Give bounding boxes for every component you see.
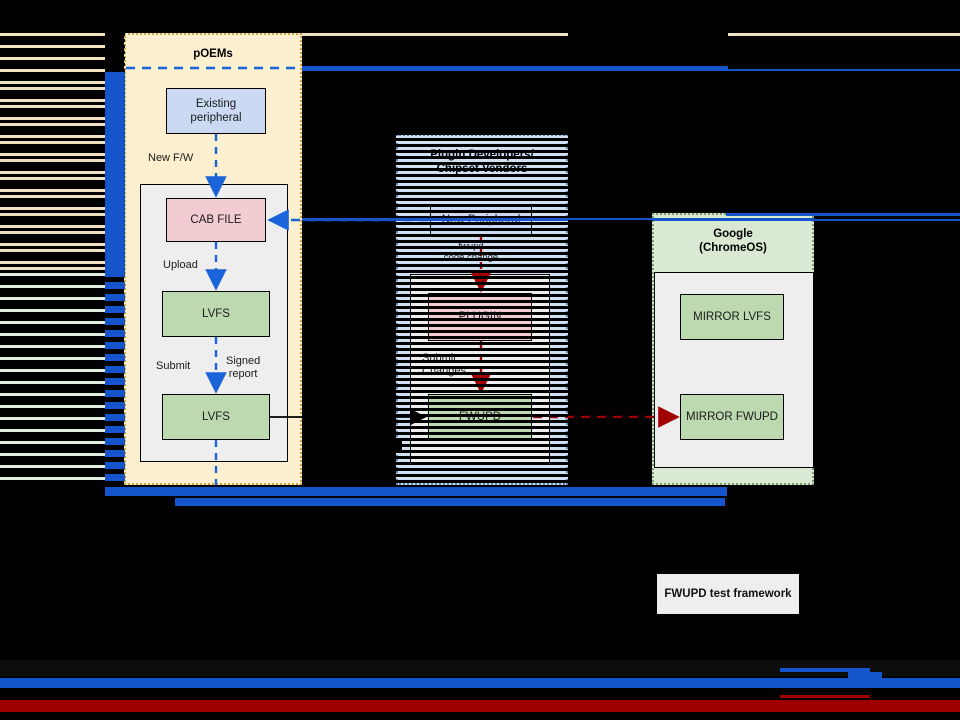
panel-google-title-line1: Google [713,228,753,240]
label-fwupd-code-change-line1: fwupd [458,241,484,252]
node-mirror-fwupd: MIRROR FWUPD [680,394,784,440]
label-fwupd-code-change: fwupd code change [425,241,517,263]
panel-poems-title: pOEMs [193,48,233,60]
label-signed-report-line2: report [228,368,258,380]
label-upload: Upload [163,259,198,271]
fwupd-test-framework-box: FWUPD test framework [657,574,799,614]
panel-google-title-line2: (ChromeOS) [699,242,767,254]
node-plugin: PLUGIN [428,293,532,341]
label-submit-changes-line2: Changes [422,365,467,377]
node-cab-file: CAB FILE [166,198,266,242]
label-fwupd-code-change-line2: code change [443,252,499,263]
label-new-fw: New F/W [148,152,194,164]
node-fwupd: FWUPD [428,394,532,440]
label-submit: Submit [156,360,191,372]
node-new-peripheral: New Peripheral [430,205,532,235]
panel-google-title: Google (ChromeOS) [654,227,812,255]
node-lvfs-upload: LVFS [162,291,270,337]
node-mirror-lvfs: MIRROR LVFS [680,294,784,340]
node-existing-peripheral: Existing peripheral [166,88,266,134]
node-existing-peripheral-line1: Existing [195,98,237,110]
node-lvfs-submit: LVFS [162,394,270,440]
label-submit-changes: Submit Changes [422,352,466,378]
label-signed-report: Signed report [226,355,260,381]
label-signed-report-line1: Signed [226,355,261,367]
label-submit-changes-line1: Submit [422,352,457,364]
node-existing-peripheral-line2: peripheral [190,112,242,124]
